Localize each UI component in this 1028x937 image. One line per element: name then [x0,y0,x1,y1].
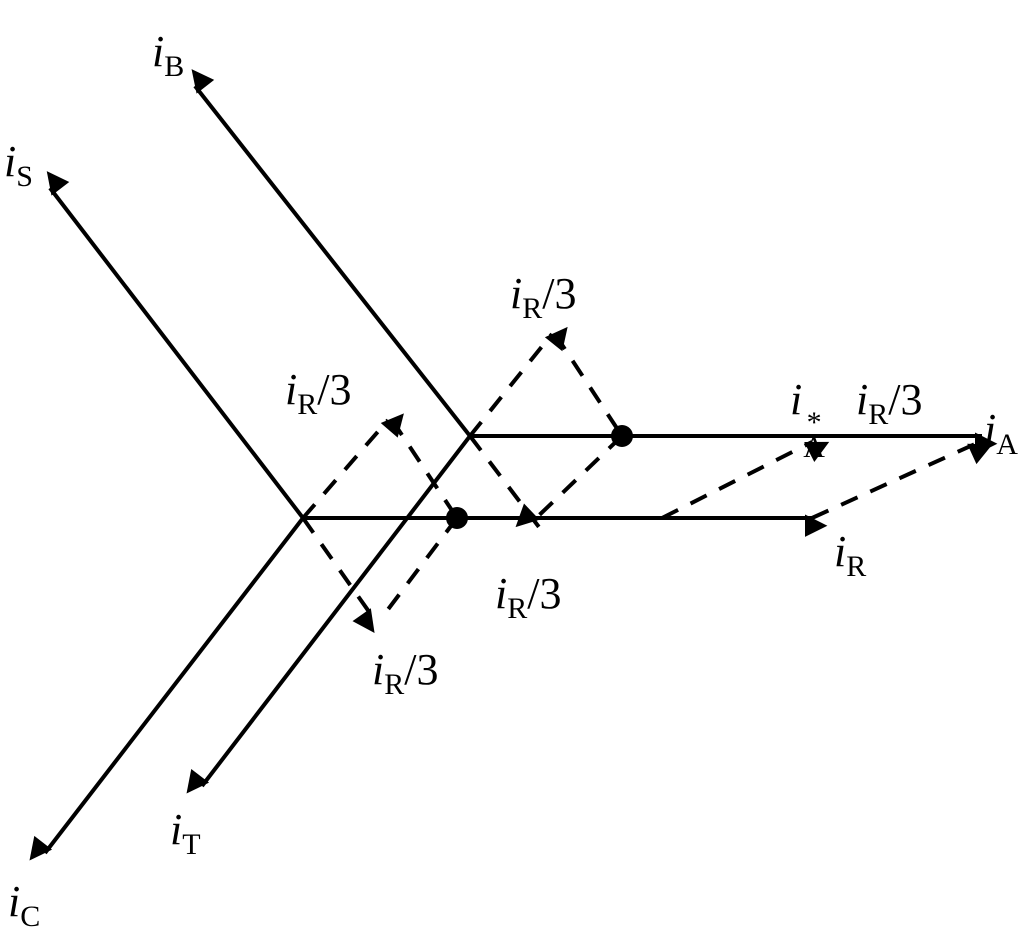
label-iAstar-sub: A [803,431,825,464]
label-iC: iC [8,877,41,933]
vector-iB [191,69,472,438]
label-iR3-right: iR/3 [856,375,923,431]
vector-iT [186,434,472,794]
label-iAstar: i*A [790,375,825,464]
node-dot-upper [611,425,633,447]
dashed-left-return [390,418,459,520]
vector-iS [46,171,305,520]
label-iAstar-sup: * [806,406,822,439]
dashed-bottom-return [378,516,459,622]
dashed-iR3-bottom [301,516,375,634]
dashed-top-return [553,332,624,438]
label-iAstar-indices: *A [803,406,825,464]
dashed-iR3-mid [515,434,624,528]
dashed-iR3-left [301,413,404,520]
label-iT: iT [170,805,201,861]
dashed-iR3-top [468,326,568,438]
label-iR: iR [834,527,867,583]
dashed-iA-sum [811,442,993,520]
label-iR3-bottom: iR/3 [372,645,439,701]
node-dot-lower [446,507,468,529]
dashed-mid-return [468,434,547,537]
label-iR3-mid: iR/3 [495,569,562,625]
label-iR3-top: iR/3 [510,269,577,325]
label-iB: iB [152,27,185,83]
label-iR3-left: iR/3 [285,365,352,421]
label-iA: iA [984,405,1018,461]
label-iS: iS [4,137,33,193]
dashed-iAstar [661,440,830,520]
vector-iC [29,516,305,861]
